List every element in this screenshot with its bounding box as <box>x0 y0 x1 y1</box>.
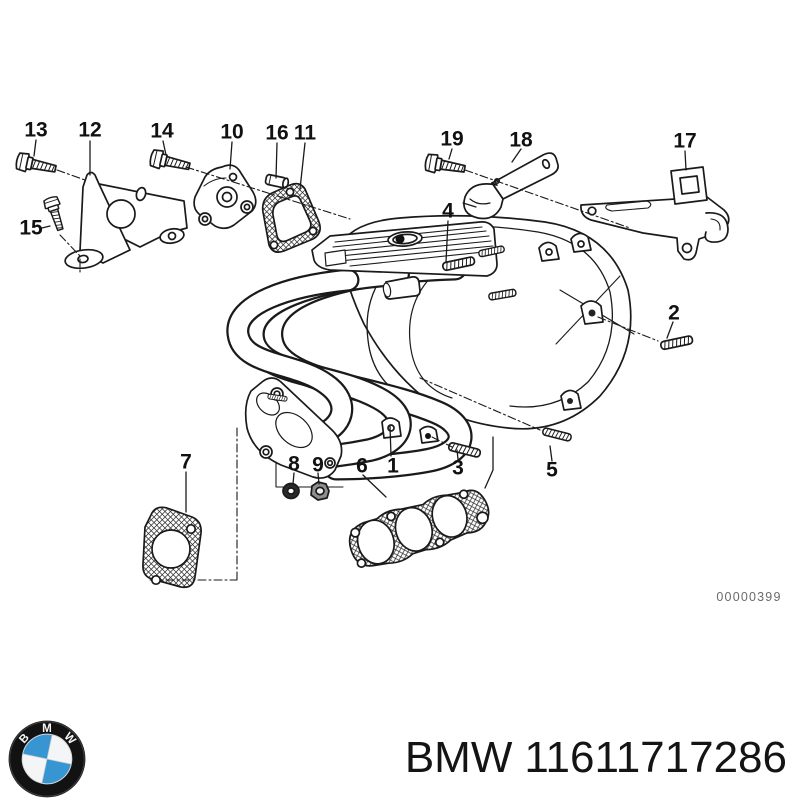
callout-label-17: 17 <box>673 130 696 153</box>
callout-label-10: 10 <box>220 121 243 144</box>
callout-label-11: 11 <box>294 122 317 145</box>
bracket-18 <box>462 152 559 220</box>
bolt-13 <box>14 150 59 179</box>
stud-2 <box>659 334 694 351</box>
bolt-14 <box>147 147 193 176</box>
bolt-19 <box>423 152 467 179</box>
callout-label-3: 3 <box>452 457 464 480</box>
washer-8 <box>282 482 300 500</box>
stud-5 <box>541 426 573 443</box>
callout-label-7: 7 <box>180 451 192 474</box>
callout-label-19: 19 <box>440 128 463 151</box>
callout-label-6: 6 <box>356 455 368 478</box>
nut-9 <box>310 481 330 501</box>
runner-flange <box>244 377 343 479</box>
bmw-logo-quarters <box>21 733 73 785</box>
callout-label-16: 16 <box>265 122 288 145</box>
callout-label-12: 12 <box>78 119 101 142</box>
callout-label-4: 4 <box>442 200 454 223</box>
drawing-code: 00000399 <box>716 590 781 604</box>
runner-ear <box>381 417 402 439</box>
callout-label-2: 2 <box>668 302 680 325</box>
callout-label-14: 14 <box>150 120 174 143</box>
dowel-pin-16 <box>264 173 290 189</box>
bracket-12 <box>64 171 188 270</box>
callout-label-5: 5 <box>546 459 558 482</box>
bracket-17 <box>580 166 730 261</box>
bmw-logo: B M W <box>8 720 86 798</box>
housing-10 <box>193 164 257 230</box>
bmw-logo-letter-m: M <box>42 722 52 735</box>
callout-label-9: 9 <box>312 454 324 477</box>
runner-ear-hole <box>387 424 395 432</box>
callout-label-15: 15 <box>19 217 43 240</box>
callout-leaders <box>33 139 687 513</box>
callout-label-8: 8 <box>288 453 300 476</box>
callout-label-18: 18 <box>509 129 533 152</box>
gasket-11 <box>261 182 321 253</box>
callout-label-1: 1 <box>387 455 399 478</box>
axis-lines <box>56 166 659 448</box>
callout-label-13: 13 <box>24 119 47 142</box>
gasket-7 <box>142 506 202 589</box>
part-number: 11611717286 <box>524 733 787 782</box>
runner-boss-hole <box>425 433 431 439</box>
brand-name: BMW <box>404 733 513 782</box>
gasket-6 <box>348 489 490 569</box>
